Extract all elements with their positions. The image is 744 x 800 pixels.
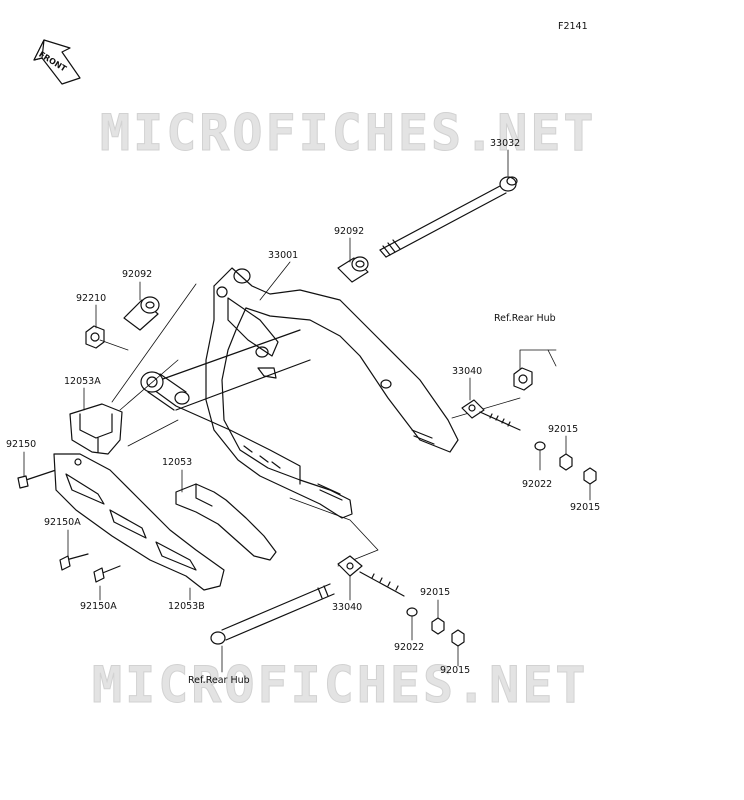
front-arrow-icon: [33, 39, 81, 85]
label-92150: 92150: [6, 439, 37, 450]
nut-92015-c: [431, 617, 445, 635]
axle-shaft-33032: [379, 176, 518, 258]
label-92092-right: 92092: [334, 226, 365, 237]
label-92015-d: 92015: [440, 665, 471, 676]
rear-axle-bottom: [210, 583, 335, 645]
nut-92015-a: [559, 453, 573, 471]
label-12053A: 12053A: [64, 376, 101, 387]
washer-92022-top: [534, 441, 546, 451]
label-33032: 33032: [490, 138, 521, 149]
bolt-92150A-right: [93, 565, 121, 583]
chain-adjuster-33040-top: [461, 399, 521, 431]
bolt-92150A-left: [59, 553, 89, 571]
ref-rear-hub-top: Ref.Rear Hub: [494, 313, 556, 324]
label-92015-c: 92015: [420, 587, 451, 598]
guide-lines: [99, 283, 557, 567]
watermark-top: MICROFICHES.NET: [100, 104, 597, 162]
label-12053B: 12053B: [168, 601, 205, 612]
pivot-tube: [140, 371, 190, 411]
label-92150A-upper: 92150A: [44, 517, 81, 528]
chain-guide-12053A: [69, 403, 123, 455]
nut-92210: [85, 325, 105, 349]
label-12053: 12053: [162, 457, 193, 468]
label-92022-bottom: 92022: [394, 642, 425, 653]
label-92022-top: 92022: [522, 479, 553, 490]
label-33040-bottom: 33040: [332, 602, 363, 613]
figure-id: F2141: [558, 21, 588, 32]
label-33001: 33001: [268, 250, 299, 261]
chain-adjuster-33040-bottom: [337, 555, 405, 597]
collar-92092-right: [337, 256, 369, 283]
bolt-92150-top: [17, 469, 57, 489]
label-92210: 92210: [76, 293, 107, 304]
label-92015-a: 92015: [548, 424, 579, 435]
ref-rear-hub-bottom: Ref.Rear Hub: [188, 675, 250, 686]
washer-92022-bottom: [406, 607, 418, 617]
collar-92092-left: [123, 296, 160, 331]
leader-lines: [23, 149, 591, 673]
nut-92015-d: [451, 629, 465, 647]
axle-nut-rear-hub-top: [513, 367, 533, 391]
nut-92015-b: [583, 467, 597, 485]
watermark-bottom: MICROFICHES.NET: [92, 656, 589, 714]
chain-guide-plate-12053B: [53, 453, 225, 591]
label-33040-top: 33040: [452, 366, 483, 377]
swingarm-33001: [153, 267, 459, 519]
label-92015-b: 92015: [570, 502, 601, 513]
label-92150A-lower: 92150A: [80, 601, 117, 612]
label-92092-left: 92092: [122, 269, 153, 280]
chain-slider-12053: [175, 483, 277, 561]
